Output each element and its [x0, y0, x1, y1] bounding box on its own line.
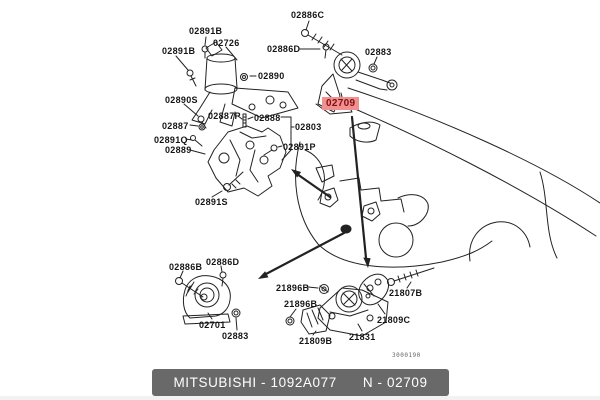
nut-icon: [319, 284, 329, 294]
catalog-footer-bar: MITSUBISHI - 1092A077 N - 02709: [152, 369, 449, 396]
diagram-sheet-code: 3000190: [392, 352, 421, 359]
part-label-02886d-top[interactable]: 02886D: [267, 44, 301, 54]
part-label-02891b-left[interactable]: 02891B: [162, 46, 196, 56]
part-label-02891s[interactable]: 02891S: [195, 197, 228, 207]
part-label-21807b[interactable]: 21807B: [389, 288, 423, 298]
mount-02726-drawing: [175, 36, 299, 129]
part-label-02886b[interactable]: 02886B: [169, 262, 203, 272]
part-label-02726[interactable]: 02726: [213, 38, 240, 48]
part-label-02886d-bottom[interactable]: 02886D: [206, 257, 240, 267]
car-outline-drawing: [295, 87, 600, 268]
part-label-02891b-top[interactable]: 02891B: [189, 26, 223, 36]
part-label-02701[interactable]: 02701: [199, 320, 226, 330]
mount-02701-drawing: [175, 265, 241, 331]
bolt-icon: [301, 29, 343, 56]
part-label-02891q[interactable]: 02891Q: [154, 135, 188, 145]
page-bottom-edge: [0, 396, 600, 400]
bolt-icon: [263, 144, 278, 156]
bolt-icon: [223, 171, 244, 191]
bolt-icon: [201, 45, 209, 59]
part-label-02886c[interactable]: 02886C: [291, 10, 325, 20]
stud-icon: [242, 113, 247, 128]
part-label-02803[interactable]: 02803: [295, 122, 322, 132]
washer-icon: [198, 123, 206, 131]
part-label-21809c[interactable]: 21809C: [377, 315, 411, 325]
part-label-02889[interactable]: 02889: [165, 145, 192, 155]
part-label-02887p[interactable]: 02887P: [208, 111, 241, 121]
nut-icon: [231, 308, 241, 318]
bolt-icon: [240, 73, 248, 81]
part-label-02883-top[interactable]: 02883: [365, 47, 392, 57]
part-label-02890s[interactable]: 02890S: [165, 95, 198, 105]
part-label-02887[interactable]: 02887: [162, 121, 189, 131]
mount-21831-drawing: [285, 267, 435, 337]
part-label-02891p[interactable]: 02891P: [283, 142, 316, 152]
nut-icon: [285, 316, 295, 326]
part-label-02709-highlighted[interactable]: 02709: [322, 97, 360, 110]
nut-icon: [368, 63, 378, 73]
footer-brand-and-code: MITSUBISHI - 1092A077: [173, 375, 337, 390]
bolt-icon: [190, 135, 203, 147]
bolt-icon: [322, 43, 330, 59]
bolt-icon: [387, 267, 435, 286]
bolt-icon: [219, 271, 227, 287]
part-label-02883-bottom[interactable]: 02883: [222, 331, 249, 341]
part-label-21896b-2[interactable]: 21896B: [284, 299, 318, 309]
part-label-21809b[interactable]: 21809B: [299, 336, 333, 346]
footer-part-reference: N - 02709: [362, 375, 428, 390]
part-label-02888[interactable]: 02888: [254, 113, 281, 123]
part-label-21896b-1[interactable]: 21896B: [276, 283, 310, 293]
bracket-02803-drawing: [185, 113, 295, 198]
bolt-icon: [186, 69, 197, 87]
part-label-02890[interactable]: 02890: [258, 71, 285, 81]
part-label-21831[interactable]: 21831: [349, 332, 376, 342]
pointer-arrows: [258, 115, 371, 279]
